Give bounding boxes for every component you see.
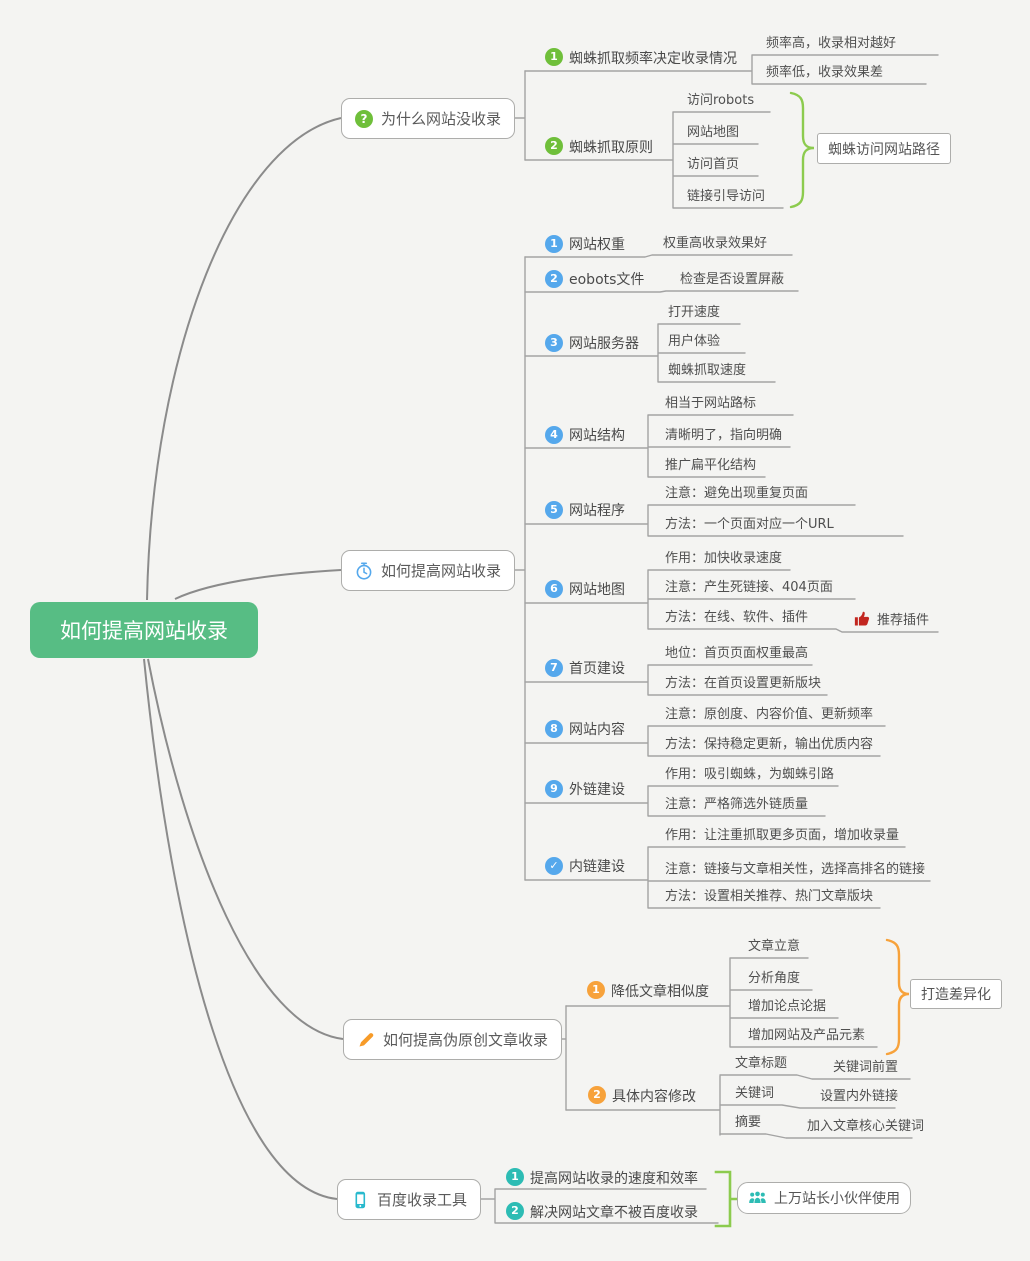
topic-item[interactable]: 具体内容修改: [612, 1089, 696, 1105]
branch-label: 百度收录工具: [377, 1191, 468, 1209]
pair-parent[interactable]: 文章标题: [735, 1056, 788, 1071]
leaf-item[interactable]: 访问robots: [687, 93, 755, 108]
leaf-item[interactable]: 权重高收录效果好: [663, 236, 768, 251]
leaf-item[interactable]: 注意：链接与文章相关性，选择高排名的链接: [665, 862, 926, 877]
topic-item[interactable]: 蜘蛛抓取频率决定收录情况: [569, 51, 737, 67]
question-icon: ?: [355, 109, 373, 128]
leaf-item[interactable]: 增加论点论据: [748, 999, 827, 1014]
topic-item[interactable]: 网站内容: [569, 722, 625, 738]
users-icon: [749, 1191, 766, 1203]
leaf-item[interactable]: 地位：首页页面权重最高: [665, 646, 809, 661]
topic-number: 4: [545, 426, 563, 444]
leaf-item[interactable]: 用户体验: [668, 334, 721, 349]
leaf-item[interactable]: 分析角度: [748, 971, 801, 986]
topic-number: 5: [545, 501, 563, 519]
curve-root-branch4: [143, 658, 338, 1200]
callout-users-count[interactable]: 上万站长小伙伴使用: [737, 1182, 911, 1214]
phone-icon: [355, 1191, 366, 1208]
leaf-item[interactable]: 作用：吸引蜘蛛，为蜘蛛引路: [665, 767, 835, 782]
topic-item[interactable]: 解决网站文章不被百度收录: [530, 1205, 698, 1221]
topic-number: 1: [587, 981, 605, 999]
leaf-item[interactable]: 方法：设置相关推荐、热门文章版块: [665, 889, 874, 904]
branch-node-pseudo-original[interactable]: 如何提高伪原创文章收录: [343, 1019, 563, 1060]
topic-number: 9: [545, 780, 563, 798]
topic-number: 2: [506, 1202, 524, 1220]
topic-number: 2: [545, 270, 563, 288]
square-bracket-green: [714, 1170, 739, 1228]
callout-differentiation[interactable]: 打造差异化: [910, 979, 1002, 1009]
pair-child[interactable]: 设置内外链接: [820, 1089, 899, 1104]
topic-item[interactable]: eobots文件: [569, 272, 645, 288]
curve-root-branch1: [146, 117, 342, 601]
leaf-item[interactable]: 注意：原创度、内容价值、更新频率: [665, 707, 874, 722]
svg-text:?: ?: [361, 112, 368, 126]
leaf-item[interactable]: 相当于网站路标: [665, 396, 757, 411]
curly-brace-orange: [885, 938, 910, 1056]
stopwatch-icon: [356, 561, 372, 580]
branch-node-baidu-tool[interactable]: 百度收录工具: [337, 1179, 482, 1220]
topic-item[interactable]: 降低文章相似度: [611, 984, 709, 1000]
branch-node-improve-site-indexing[interactable]: 如何提高网站收录: [341, 550, 516, 591]
leaf-item[interactable]: 注意：产生死链接、404页面: [665, 580, 833, 595]
leaf-item[interactable]: 清晰明了，指向明确: [665, 428, 783, 443]
topic-item[interactable]: 蜘蛛抓取原则: [569, 140, 653, 156]
curve-root-branch3: [147, 658, 344, 1040]
topic-number: 7: [545, 659, 563, 677]
topic-item[interactable]: 网站权重: [569, 237, 625, 253]
pair-child[interactable]: 加入文章核心关键词: [807, 1119, 925, 1134]
leaf-item[interactable]: 链接引导访问: [687, 189, 766, 204]
leaf-item[interactable]: 方法：保持稳定更新，输出优质内容: [665, 737, 874, 752]
leaf-item[interactable]: 检查是否设置屏蔽: [680, 272, 785, 287]
topic-number: 2: [545, 137, 563, 155]
topic-number: 1: [545, 235, 563, 253]
topic-number: 8: [545, 720, 563, 738]
leaf-item[interactable]: 推广扁平化结构: [665, 458, 757, 473]
topic-number: 3: [545, 334, 563, 352]
leaf-item[interactable]: 频率低，收录效果差: [766, 65, 884, 80]
branch-label: 如何提高伪原创文章收录: [383, 1031, 549, 1049]
branch-label: 为什么网站没收录: [381, 110, 502, 128]
leaf-item[interactable]: 频率高，收录相对越好: [766, 36, 897, 51]
topic-item[interactable]: 外链建设: [569, 782, 625, 798]
pair-parent[interactable]: 摘要: [735, 1115, 762, 1130]
leaf-item[interactable]: 注意：避免出现重复页面: [665, 486, 809, 501]
leaf-item[interactable]: 作用：加快收录速度: [665, 551, 783, 566]
curve-root-branch2: [174, 569, 342, 600]
leaf-item[interactable]: 方法：一个页面对应一个URL: [665, 517, 834, 532]
topic-number: 1: [506, 1168, 524, 1186]
topic-number: 1: [545, 48, 563, 66]
topic-number: 6: [545, 580, 563, 598]
callout-spider-path[interactable]: 蜘蛛访问网站路径: [817, 133, 951, 164]
leaf-item[interactable]: 增加网站及产品元素: [748, 1028, 866, 1043]
leaf-item[interactable]: 作用：让注重抓取更多页面，增加收录量: [665, 828, 900, 843]
leaf-item[interactable]: 文章立意: [748, 939, 801, 954]
topic-item[interactable]: 网站程序: [569, 503, 625, 519]
leaf-item[interactable]: 访问首页: [687, 157, 740, 172]
pencil-icon: [359, 1032, 374, 1046]
topic-number: 2: [588, 1086, 606, 1104]
thumbs-up-icon: [854, 611, 870, 626]
pair-parent[interactable]: 关键词: [735, 1086, 775, 1101]
topic-item[interactable]: 网站结构: [569, 428, 625, 444]
leaf-item[interactable]: 注意：严格筛选外链质量: [665, 797, 809, 812]
root-node[interactable]: 如何提高网站收录: [30, 602, 258, 658]
leaf-item[interactable]: 方法：在首页设置更新版块: [665, 676, 822, 691]
callout-label: 上万站长小伙伴使用: [774, 1191, 900, 1207]
topic-item[interactable]: 内链建设: [569, 859, 625, 875]
branch-node-why-not-indexed[interactable]: ? 为什么网站没收录: [341, 98, 516, 139]
curly-brace-green: [789, 91, 815, 209]
leaf-item[interactable]: 方法：在线、软件、插件: [665, 610, 809, 625]
topic-item[interactable]: 首页建设: [569, 661, 625, 677]
topic-item[interactable]: 网站地图: [569, 582, 625, 598]
topic-item[interactable]: 提高网站收录的速度和效率: [530, 1171, 698, 1187]
pair-child[interactable]: 关键词前置: [833, 1060, 899, 1075]
topic-item[interactable]: 网站服务器: [569, 336, 639, 352]
leaf-item[interactable]: 网站地图: [687, 125, 740, 140]
leaf-item[interactable]: 蜘蛛抓取速度: [668, 363, 747, 378]
branch-label: 如何提高网站收录: [381, 562, 502, 580]
recommended-plugin-note[interactable]: 推荐插件: [877, 613, 930, 628]
check-icon: ✓: [545, 857, 563, 875]
leaf-item[interactable]: 打开速度: [668, 305, 721, 320]
